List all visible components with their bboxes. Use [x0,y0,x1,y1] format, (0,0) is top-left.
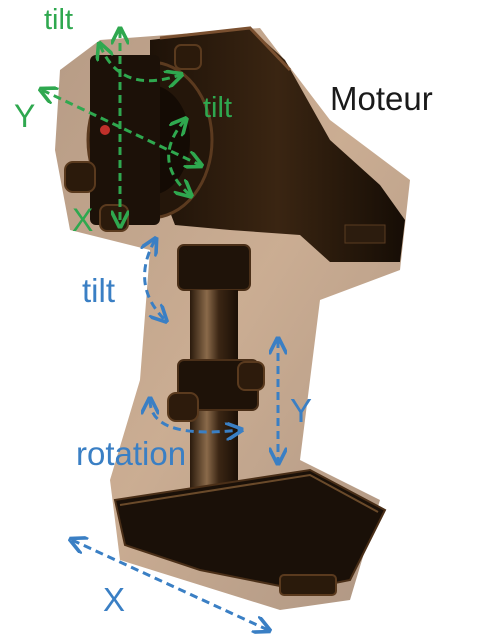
motor-label: Moteur [330,82,433,115]
head-knob-left [65,162,95,192]
head-tilt-right-label: tilt [203,94,232,123]
base-x-label: X [103,583,125,616]
motor-label-plate [345,225,385,243]
rotation-label: rotation [76,437,186,470]
tilt-collar [178,245,250,290]
head-knob-top [175,45,201,69]
red-led [100,125,110,135]
clamp-knob-left [168,393,198,421]
head-tilt-top-label: tilt [44,6,73,35]
head-x-label: X [72,204,93,236]
head-y-label: Y [14,100,35,132]
clamp-knob-right [238,362,264,390]
post-y-label: Y [290,394,312,427]
base-knob [280,575,336,595]
head-knob-bottom [100,205,128,231]
post-tilt-label: tilt [82,274,115,307]
